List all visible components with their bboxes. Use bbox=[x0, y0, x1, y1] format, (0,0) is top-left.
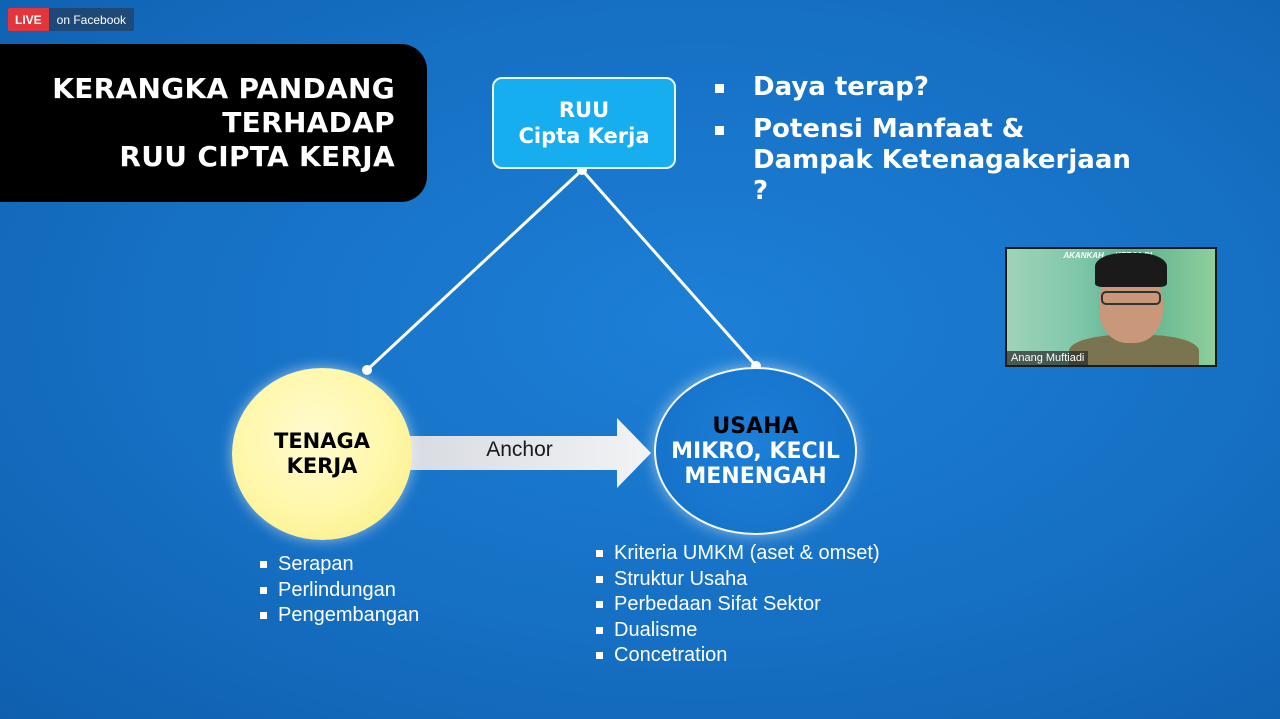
list-item-text: Pengembangan bbox=[278, 604, 420, 626]
list-item: Dualisme bbox=[596, 618, 880, 644]
participant-video-tile[interactable]: AKANKAH ... KERJA DI... Anang Muftiadi bbox=[1005, 247, 1217, 367]
ruu-box-line: Cipta Kerja bbox=[518, 124, 650, 148]
list-item: Pengembangan bbox=[260, 603, 419, 629]
tenaga-kerja-circle: TENAGA KERJA bbox=[232, 368, 412, 540]
participant-cap bbox=[1095, 253, 1167, 287]
square-bullet-icon bbox=[596, 575, 603, 583]
list-item-text: Dualisme bbox=[614, 618, 698, 641]
slide-title-line: KERANGKA PANDANG bbox=[52, 72, 395, 105]
slide-title-line: TERHADAP bbox=[222, 106, 395, 139]
connector-line-right bbox=[580, 169, 758, 367]
platform-label: on Facebook bbox=[48, 8, 135, 31]
connector-dot bbox=[362, 365, 372, 375]
ruu-box-line: RUU bbox=[558, 98, 610, 122]
left-circle-line: TENAGA bbox=[274, 429, 370, 453]
connector-line-left bbox=[365, 168, 584, 372]
live-badge: LIVE on Facebook bbox=[8, 8, 135, 31]
right-circle-line: MIKRO, KECIL bbox=[671, 438, 840, 464]
square-bullet-icon bbox=[260, 586, 267, 594]
square-bullet-icon bbox=[260, 612, 267, 620]
question-item: Daya terap? bbox=[715, 72, 1145, 103]
list-item: Perbedaan Sifat Sektor bbox=[596, 592, 880, 618]
live-label: LIVE bbox=[8, 8, 49, 31]
right-circle-line: USAHA bbox=[712, 413, 799, 439]
list-item: Perlindungan bbox=[260, 578, 419, 604]
square-bullet-icon bbox=[260, 561, 267, 569]
umkm-list: Kriteria UMKM (aset & omset) Struktur Us… bbox=[596, 541, 880, 669]
slide-title-box: KERANGKA PANDANG TERHADAP RUU CIPTA KERJ… bbox=[0, 44, 427, 202]
square-bullet-icon bbox=[596, 550, 603, 558]
list-item: Serapan bbox=[260, 552, 419, 578]
anchor-arrow-label: Anchor bbox=[486, 438, 553, 461]
list-item-text: Perbedaan Sifat Sektor bbox=[614, 593, 821, 615]
slide-title-line: RUU CIPTA KERJA bbox=[119, 140, 395, 173]
tenaga-kerja-list: Serapan Perlindungan Pengembangan bbox=[260, 552, 419, 629]
right-circle-line: MENENGAH bbox=[684, 463, 827, 489]
list-item: Kriteria UMKM (aset & omset) bbox=[596, 541, 880, 567]
question-text: Potensi Manfaat & Dampak Ketenagakerjaan… bbox=[753, 114, 1131, 206]
left-circle-line: KERJA bbox=[286, 454, 358, 478]
umkm-circle: USAHA MIKRO, KECIL MENENGAH bbox=[654, 367, 857, 535]
participant-name-tag: Anang Muftiadi bbox=[1007, 351, 1089, 365]
participant-glasses bbox=[1101, 291, 1161, 305]
list-item-text: Perlindungan bbox=[278, 578, 396, 601]
list-item-text: Serapan bbox=[278, 553, 354, 575]
ruu-cipta-kerja-box: RUU Cipta Kerja bbox=[492, 77, 676, 169]
list-item-text: Kriteria UMKM (aset & omset) bbox=[614, 542, 880, 564]
list-item: Struktur Usaha bbox=[596, 567, 880, 593]
question-text: Daya terap? bbox=[753, 72, 929, 102]
questions-list: Daya terap? Potensi Manfaat & Dampak Ket… bbox=[715, 72, 1145, 218]
list-item-text: Concetration bbox=[614, 644, 728, 666]
square-bullet-icon bbox=[596, 626, 603, 634]
list-item-text: Struktur Usaha bbox=[614, 567, 748, 590]
square-bullet-icon bbox=[596, 601, 603, 609]
anchor-arrow bbox=[410, 418, 651, 488]
square-bullet-icon bbox=[715, 126, 724, 135]
list-item: Concetration bbox=[596, 643, 880, 669]
question-item: Potensi Manfaat & Dampak Ketenagakerjaan… bbox=[715, 114, 1145, 207]
square-bullet-icon bbox=[596, 652, 603, 660]
square-bullet-icon bbox=[715, 84, 724, 93]
